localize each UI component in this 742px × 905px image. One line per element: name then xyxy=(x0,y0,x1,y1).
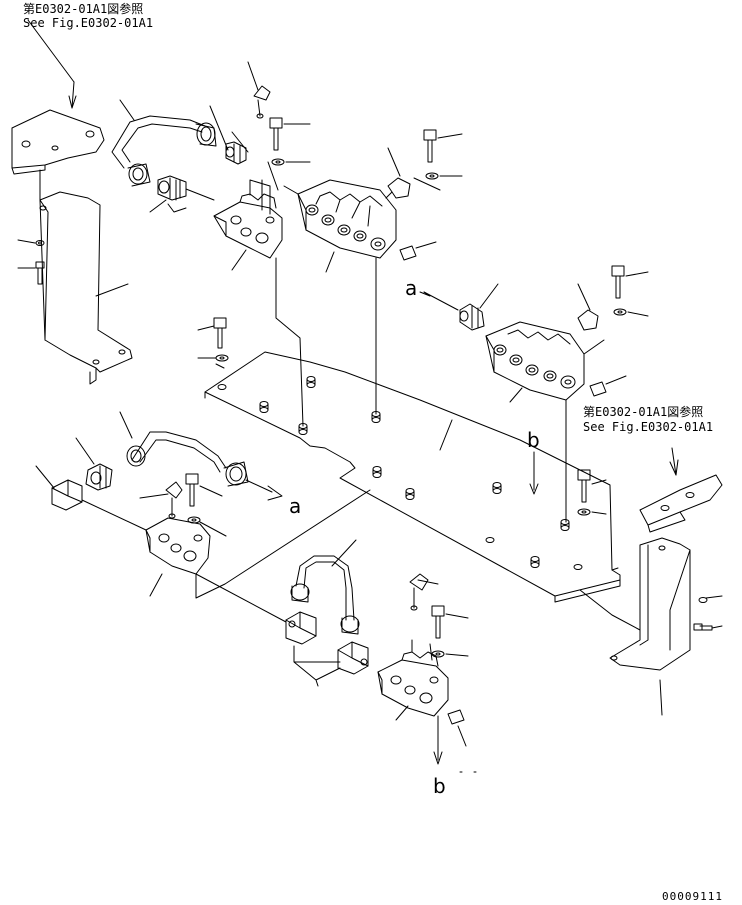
ref-top-left-jp: 第E0302-01A1図参照 xyxy=(23,2,144,16)
plug-right xyxy=(590,382,606,396)
valve-block-left xyxy=(146,518,210,574)
figure-number: 00009111 xyxy=(662,890,723,903)
fitting-right-b xyxy=(578,310,598,330)
elbow-fitting-left xyxy=(166,482,182,518)
bolt-plate-right xyxy=(578,470,590,515)
right-mount xyxy=(640,448,722,532)
plug-bottom xyxy=(448,710,464,724)
valve-block-upper-left xyxy=(214,180,282,258)
connection-a-upper: a xyxy=(405,276,418,300)
valve-block-right xyxy=(486,322,584,400)
fitting-bottom-right xyxy=(338,642,368,674)
bolt-top-center xyxy=(270,118,282,150)
elbow-fitting-top xyxy=(254,86,270,118)
bolt-upper-right xyxy=(424,130,438,179)
ref-right-jp: 第E0302-01A1図参照 xyxy=(583,405,704,419)
mounting-plate xyxy=(205,352,620,602)
right-bolts xyxy=(694,598,712,631)
ref-right-en: See Fig.E0302-01A1 xyxy=(583,420,714,434)
fitting-bottom-left xyxy=(286,612,316,644)
fitting-upper-left xyxy=(158,176,214,200)
fitting-right-a xyxy=(460,304,484,330)
left-bracket xyxy=(40,192,132,384)
connection-b-lower: b xyxy=(433,774,446,798)
washer-top-center xyxy=(272,159,284,165)
hose-upper xyxy=(112,116,216,186)
left-bolts xyxy=(36,241,44,285)
bolt-right xyxy=(612,266,626,315)
valve-block-bottom xyxy=(378,652,448,716)
fitting-left-block xyxy=(52,480,82,510)
fitting-left-nipple xyxy=(86,464,112,490)
bolt-left xyxy=(186,474,200,523)
top-left-mount xyxy=(12,82,104,174)
plate-studs xyxy=(218,377,582,570)
hose-bottom xyxy=(291,556,359,634)
elbow-fitting-bottom xyxy=(410,574,428,610)
right-bracket xyxy=(610,538,690,670)
ref-top-left-en: See Fig.E0302-01A1 xyxy=(23,16,154,30)
hose-lower xyxy=(127,432,248,486)
bolt-bottom xyxy=(432,606,444,657)
connection-a-lower: a xyxy=(289,494,302,518)
fitting-upper-right xyxy=(386,178,410,198)
fitting-upper-mid xyxy=(226,142,246,164)
valve-block-upper-right xyxy=(298,180,396,258)
bolt-plate-left xyxy=(214,318,228,361)
plug-upper-right xyxy=(400,246,416,260)
